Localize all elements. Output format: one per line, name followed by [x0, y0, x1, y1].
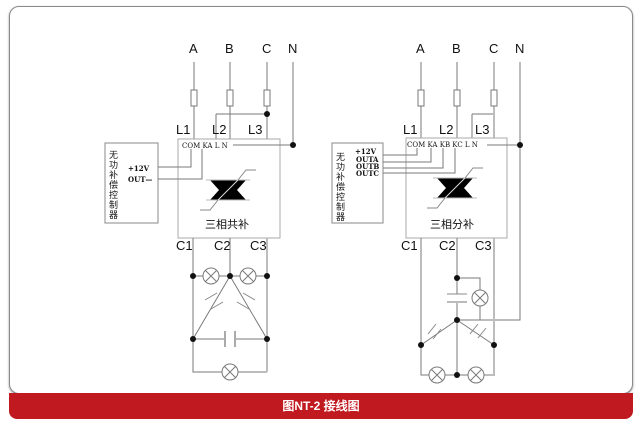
controller-name: 无功补偿控制器 [336, 152, 345, 223]
lamp-icon [202, 267, 220, 285]
lamp-icon [467, 366, 485, 384]
fuse-c [263, 89, 271, 107]
fuse-c [490, 89, 498, 107]
fuse-a [190, 89, 198, 107]
phase-c-label: C [489, 41, 498, 56]
phase-c-label: C [262, 41, 271, 56]
module-terminals: COM KA KB KC L N [407, 141, 478, 149]
c2-label: C2 [439, 238, 456, 253]
phase-b-label: B [452, 41, 461, 56]
phase-b-label: B [225, 41, 234, 56]
phase-a-label: A [189, 41, 198, 56]
c2-label: C2 [214, 238, 231, 253]
lamp-icon [428, 366, 446, 384]
lamp-icon [239, 267, 257, 285]
figure-caption: 图NT-2 接线图 [9, 393, 633, 419]
fuse-b [226, 89, 234, 107]
module-title: 三相分补 [430, 218, 474, 231]
l1-label: L1 [176, 122, 190, 137]
controller-box [331, 142, 384, 224]
output-c: OUTC [356, 169, 379, 178]
c1-label: C1 [401, 238, 418, 253]
lamp-icon [471, 289, 489, 307]
controller-box [104, 142, 159, 224]
fuse-b [453, 89, 461, 107]
right-diagram-split-compensation: A B C N L1 L2 L3 COM KA KB KC L N 三相分补 无… [331, 41, 524, 384]
neutral-label: N [288, 41, 297, 56]
module-terminals: COM KA L N [182, 142, 228, 150]
fuse-a [417, 89, 425, 107]
c3-label: C3 [250, 238, 267, 253]
output-out: OUT— [128, 175, 152, 184]
controller-name: 无功补偿控制器 [109, 150, 118, 221]
l2-label: L2 [212, 122, 226, 137]
l3-label: L3 [248, 122, 262, 137]
c3-label: C3 [475, 238, 492, 253]
l3-label: L3 [475, 122, 489, 137]
l2-label: L2 [439, 122, 453, 137]
output-12v: +12V [128, 164, 150, 173]
output-a: OUTA [356, 155, 379, 164]
c1-label: C1 [176, 238, 193, 253]
left-diagram-common-compensation: A B C N L1 L2 L3 COM KA L N 三相共补 无功补偿控制器… [104, 41, 297, 381]
phase-a-label: A [416, 41, 425, 56]
output-12v: +12V [355, 147, 377, 156]
l1-label: L1 [403, 122, 417, 137]
lamp-icon [221, 363, 239, 381]
neutral-label: N [515, 41, 524, 56]
module-title: 三相共补 [205, 218, 249, 231]
output-b: OUTB [356, 162, 379, 171]
